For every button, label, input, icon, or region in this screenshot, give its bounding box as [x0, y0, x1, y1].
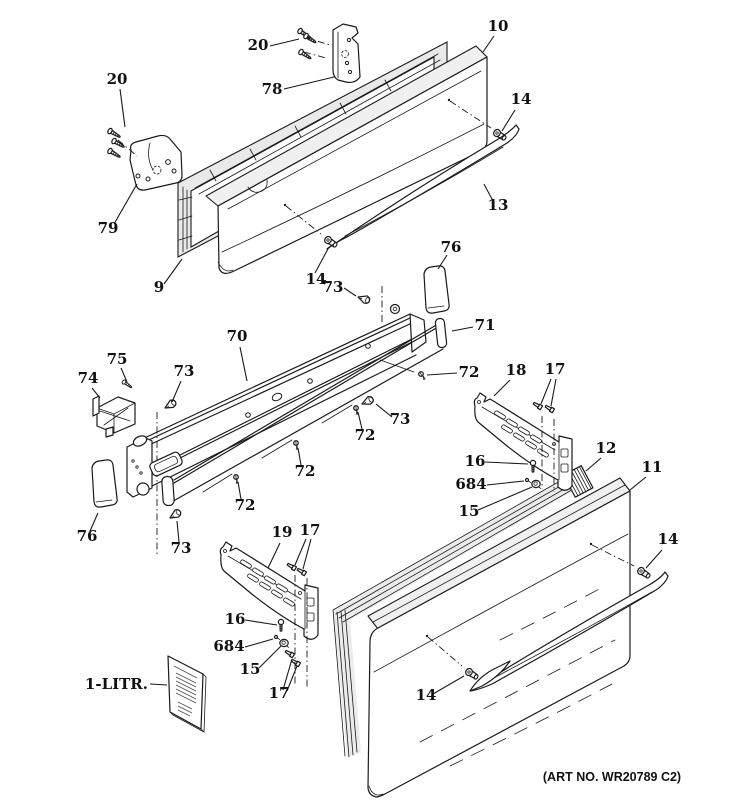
callout-72-a: 72	[459, 363, 480, 381]
callout-14-left: 14	[306, 270, 327, 288]
callout-14-top: 14	[511, 90, 532, 108]
callout-78: 78	[262, 80, 283, 98]
freezer-drawer-door-10	[205, 45, 488, 274]
door-handle-lower	[469, 571, 669, 692]
callout-76-right: 76	[441, 238, 462, 256]
callout-73-bottom: 73	[171, 539, 192, 557]
hinge-bracket-18	[473, 392, 573, 492]
callout-20-left: 20	[107, 70, 128, 88]
callout-684-right: 684	[455, 475, 486, 493]
callout-16-left: 16	[225, 610, 246, 628]
callout-labels: 20 78 20 79 9 10 14 13 73 14 76 70 75 74…	[77, 17, 679, 704]
callout-72-c: 72	[295, 462, 316, 480]
callout-15-right: 15	[459, 502, 480, 520]
literature-booklet	[167, 655, 207, 733]
callout-17-c: 17	[269, 684, 290, 702]
lower-rail-channel	[161, 323, 444, 507]
callout-72-b: 72	[355, 426, 376, 444]
handle-screw-14-bottom	[425, 634, 481, 682]
callout-19: 19	[272, 523, 293, 541]
handle-screw-14-top	[447, 98, 509, 143]
callout-11: 11	[642, 458, 663, 476]
handle-screw-14-right	[589, 542, 653, 581]
callout-14-right: 14	[658, 530, 679, 548]
mounting-bracket-79	[106, 126, 183, 191]
upper-drawer-assembly	[106, 23, 520, 306]
callout-17-b: 17	[300, 521, 321, 539]
callout-73-mid: 73	[174, 362, 195, 380]
callout-684-left: 684	[213, 637, 244, 655]
callout-18: 18	[506, 361, 527, 379]
callout-75: 75	[107, 350, 128, 368]
door-handle-13	[326, 124, 520, 250]
end-cap-76-left	[91, 459, 118, 508]
callout-15-left: 15	[240, 660, 261, 678]
callout-10: 10	[488, 17, 509, 35]
callout-73-top: 73	[323, 278, 344, 296]
callout-72-d: 72	[235, 496, 256, 514]
mounting-bracket-78	[296, 23, 361, 84]
fresh-food-door-11	[367, 477, 631, 798]
callout-74: 74	[78, 369, 99, 387]
callout-12: 12	[596, 439, 617, 457]
callout-13: 13	[488, 196, 509, 214]
rail-assembly	[91, 265, 450, 556]
handle-screw-14-left	[283, 203, 340, 250]
rail-70	[126, 303, 427, 498]
callout-1-litr: 1-LITR.	[85, 675, 148, 693]
callout-71: 71	[475, 316, 496, 334]
callout-9: 9	[154, 278, 164, 296]
callout-79: 79	[98, 219, 119, 237]
callout-73-right: 73	[390, 410, 411, 428]
bracket-74	[92, 378, 136, 438]
lower-door-assembly	[332, 392, 669, 798]
callout-17-a: 17	[545, 360, 566, 378]
rod-71	[434, 317, 448, 349]
callout-14-bottom: 14	[416, 686, 437, 704]
channel-end-cylinder	[161, 475, 175, 507]
callout-16-right: 16	[465, 452, 486, 470]
callout-20-top: 20	[248, 36, 269, 54]
grommet-15	[531, 479, 542, 489]
callout-76-left: 76	[77, 527, 98, 545]
callout-leaders	[89, 35, 663, 695]
bottom-bracket-assembly	[167, 541, 319, 733]
end-cap-76-right	[423, 265, 450, 314]
art-number: (ART NO. WR20789 C2)	[543, 770, 681, 784]
callout-70: 70	[227, 327, 248, 345]
hinge-bracket-19	[219, 541, 319, 688]
